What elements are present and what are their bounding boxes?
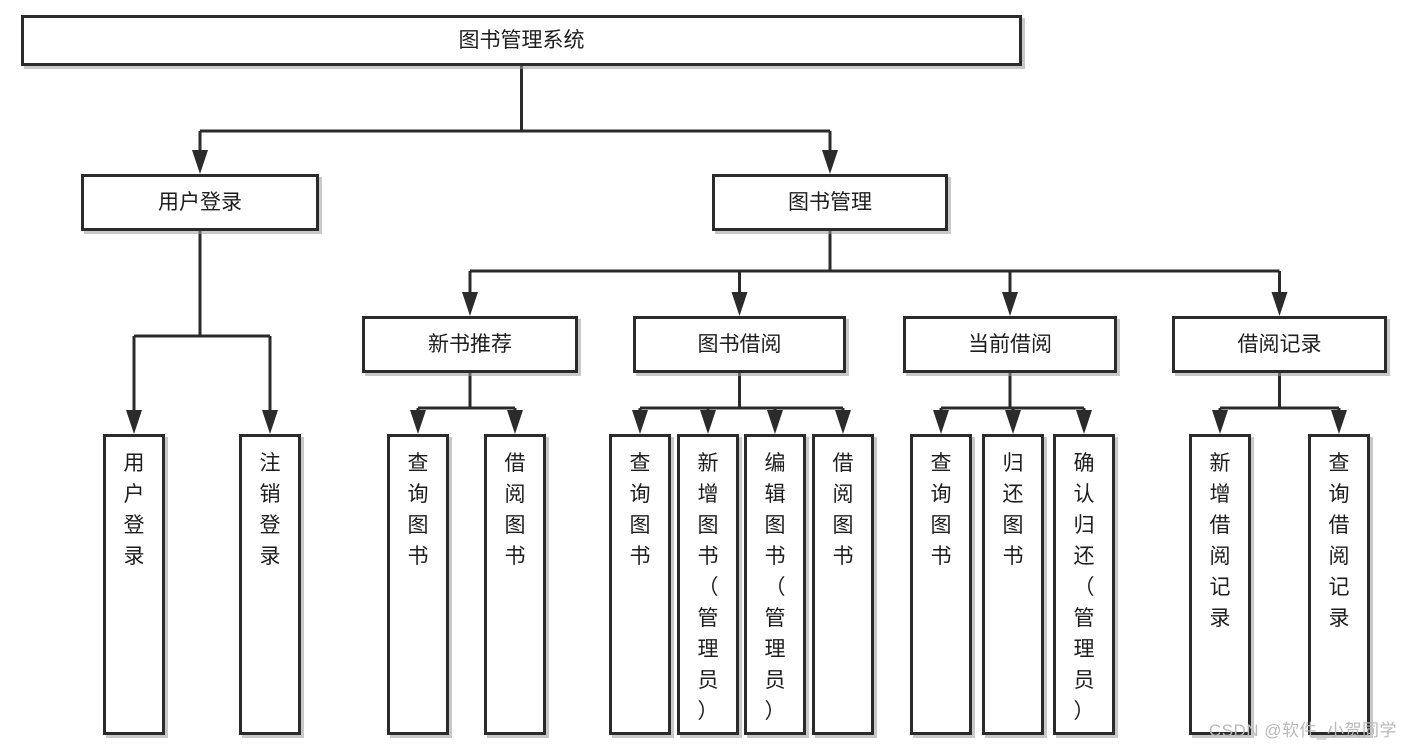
arrow-head-icon [126, 410, 142, 434]
connectors-layer [126, 66, 1347, 434]
node-label: 借阅图书 [833, 452, 854, 568]
node-leaf-query-book-1[interactable]: 查询图书 [387, 434, 453, 739]
node-root[interactable]: 图书管理系统 [21, 15, 1026, 70]
node-book-manage[interactable]: 图书管理 [712, 174, 952, 235]
arrow-head-icon [1005, 410, 1021, 434]
node-leaf-borrow-book-2[interactable]: 借阅图书 [812, 434, 878, 739]
arrow-head-icon [507, 410, 523, 434]
node-label: 当前借阅 [968, 333, 1052, 356]
node-leaf-add-book[interactable]: 新增图书（管理员） [677, 434, 743, 739]
arrow-head-icon [410, 410, 426, 434]
node-leaf-user-logout[interactable]: 注销登录 [239, 434, 305, 739]
arrow-head-icon [1212, 410, 1228, 434]
node-label: 新书推荐 [428, 333, 512, 356]
node-label: 查询借阅记录 [1329, 452, 1350, 630]
node-label: 确认归还（管理员） [1074, 452, 1095, 723]
node-leaf-query-book-3[interactable]: 查询图书 [910, 434, 976, 739]
arrow-head-icon [835, 410, 851, 434]
arrow-head-icon [1076, 410, 1092, 434]
arrow-head-icon [767, 410, 783, 434]
node-label: 注销登录 [260, 452, 281, 568]
node-leaf-return-book[interactable]: 归还图书 [982, 434, 1048, 739]
node-label: 新增借阅记录 [1210, 452, 1231, 630]
node-label: 图书借阅 [698, 333, 782, 356]
arrow-head-icon [632, 410, 648, 434]
node-leaf-add-record[interactable]: 新增借阅记录 [1189, 434, 1255, 739]
node-label: 归还图书 [1003, 452, 1024, 568]
node-label: 查询图书 [408, 452, 429, 568]
node-label: 查询图书 [931, 452, 952, 568]
node-leaf-borrow-book-1[interactable]: 借阅图书 [484, 434, 550, 739]
node-label: 借阅记录 [1238, 333, 1322, 356]
arrow-head-icon [462, 292, 478, 316]
arrow-head-icon [933, 410, 949, 434]
node-borrow-record[interactable]: 借阅记录 [1172, 316, 1391, 377]
arrow-head-icon [731, 292, 748, 316]
node-leaf-edit-book[interactable]: 编辑图书（管理员） [744, 434, 810, 739]
node-label: 用户登录 [158, 191, 242, 214]
node-book-borrow[interactable]: 图书借阅 [633, 316, 850, 377]
arrow-head-icon [192, 150, 208, 174]
node-leaf-user-login[interactable]: 用户登录 [103, 434, 169, 739]
arrow-head-icon [822, 150, 838, 174]
node-user-login[interactable]: 用户登录 [81, 174, 323, 235]
node-label: 用户登录 [124, 452, 145, 568]
node-current-borrow[interactable]: 当前借阅 [903, 316, 1121, 377]
node-leaf-query-record[interactable]: 查询借阅记录 [1308, 434, 1374, 739]
arrow-head-icon [700, 410, 716, 434]
node-label: 编辑图书（管理员） [765, 452, 786, 723]
node-new-book-recommend[interactable]: 新书推荐 [362, 316, 582, 377]
node-label: 借阅图书 [505, 452, 526, 568]
node-label: 新增图书（管理员） [698, 452, 719, 723]
node-label: 查询图书 [630, 452, 651, 568]
node-leaf-query-book-2[interactable]: 查询图书 [609, 434, 675, 739]
arrow-head-icon [1002, 292, 1018, 316]
arrow-head-icon [262, 410, 278, 434]
node-label: 图书管理 [788, 191, 872, 214]
arrow-head-icon [1271, 292, 1288, 316]
boxes-layer: 图书管理系统用户登录图书管理新书推荐图书借阅当前借阅借阅记录用户登录注销登录查询… [21, 15, 1391, 739]
arrow-head-icon [1331, 410, 1347, 434]
node-label: 图书管理系统 [459, 29, 585, 52]
node-leaf-confirm-return[interactable]: 确认归还（管理员） [1053, 434, 1119, 739]
